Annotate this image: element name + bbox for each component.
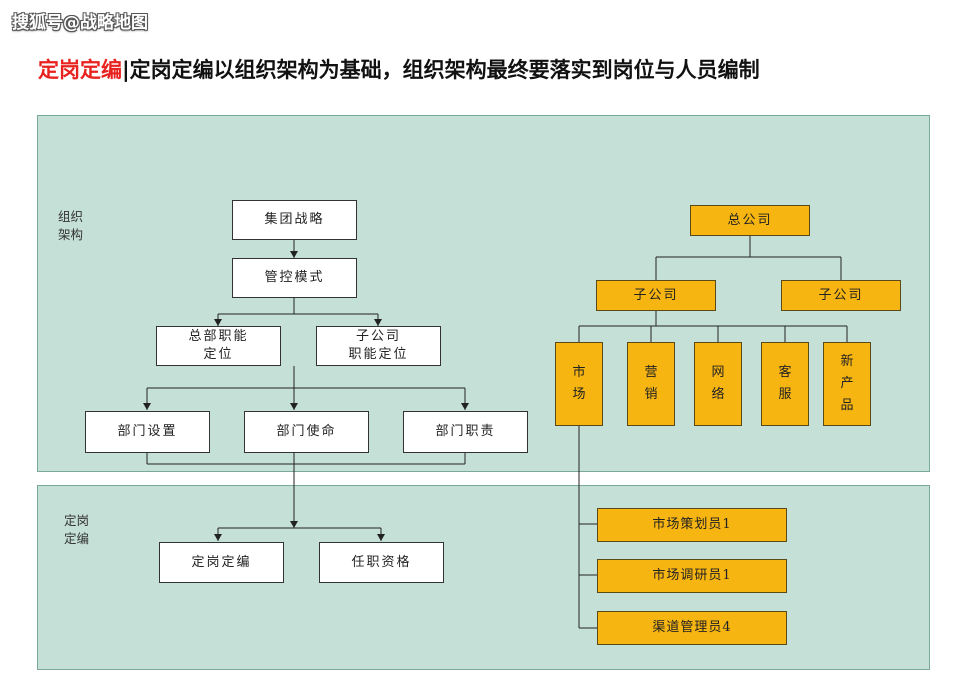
dept-mission-box: 部门使命 — [244, 411, 369, 453]
staffing-box: 定岗定编 — [159, 542, 284, 583]
dept-network-label: 网络 — [711, 365, 725, 402]
title-accent: 定岗定编 — [38, 58, 122, 82]
dept-sales-label: 营销 — [644, 365, 658, 402]
watermark: 搜狐号@战略地图 — [12, 13, 148, 33]
page-title: 定岗定编|定岗定编以组织架构为基础，组织架构最终要落实到岗位与人员编制 — [38, 54, 760, 84]
dept-new-product-label: 新产品 — [840, 354, 854, 413]
hq-function-line1: 总部职能 — [188, 329, 249, 344]
hq-function-box: 总部职能 定位 — [156, 326, 281, 366]
head-office-box: 总公司 — [690, 205, 810, 236]
qualification-box: 任职资格 — [319, 542, 444, 583]
position-channel-manager: 渠道管理员4 — [597, 611, 787, 645]
dept-setup-box: 部门设置 — [85, 411, 210, 453]
dept-market-label: 市场 — [572, 365, 586, 402]
dept-service-label: 客服 — [778, 365, 792, 402]
dept-sales-box: 营销 — [627, 342, 675, 426]
subsidiary-function-line1: 子公司 — [355, 329, 401, 344]
dept-network-box: 网络 — [694, 342, 742, 426]
title-rest: |定岗定编以组织架构为基础，组织架构最终要落实到岗位与人员编制 — [122, 58, 760, 82]
dept-service-box: 客服 — [761, 342, 809, 426]
dept-duty-box: 部门职责 — [403, 411, 528, 453]
subsidiary-b-box: 子公司 — [781, 280, 901, 311]
position-market-planner: 市场策划员1 — [597, 508, 787, 542]
org-structure-label: 组织架构 — [58, 209, 84, 242]
position-market-researcher: 市场调研员1 — [597, 559, 787, 593]
hq-function-line2: 定位 — [203, 347, 234, 362]
subsidiary-function-line2: 职能定位 — [348, 347, 409, 362]
staffing-label: 定岗定编 — [64, 513, 90, 546]
group-strategy-box: 集团战略 — [232, 200, 357, 240]
subsidiary-a-box: 子公司 — [596, 280, 716, 311]
control-mode-box: 管控模式 — [232, 258, 357, 298]
dept-market-box: 市场 — [555, 342, 603, 426]
subsidiary-function-box: 子公司 职能定位 — [316, 326, 441, 366]
dept-new-product-box: 新产品 — [823, 342, 871, 426]
